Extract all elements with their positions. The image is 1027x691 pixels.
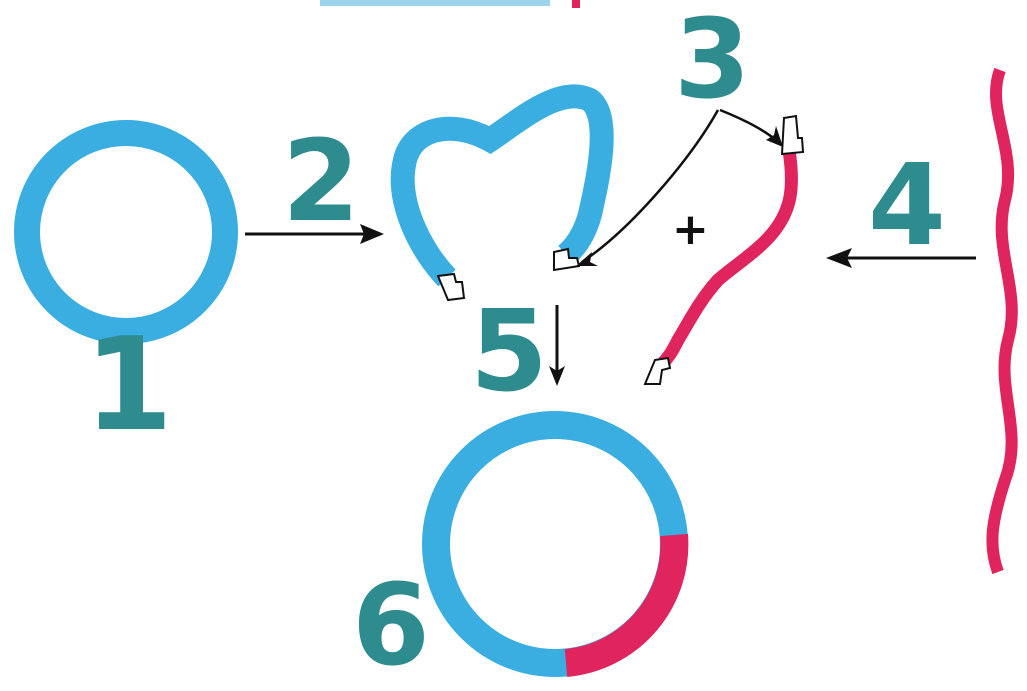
arrow-down-ligation bbox=[549, 305, 565, 386]
step-label-1: 1 bbox=[84, 322, 173, 450]
plus-sign: + bbox=[672, 208, 709, 252]
step-label-5: 5 bbox=[470, 296, 548, 408]
foreign-dna-strand bbox=[992, 70, 1011, 572]
foreign-sticky-end-bottom bbox=[645, 358, 670, 384]
step-label-2: 2 bbox=[282, 126, 360, 238]
top-cutoff-mark bbox=[320, 0, 550, 6]
sticky-end-left bbox=[438, 274, 464, 300]
step-label-6: 6 bbox=[352, 570, 430, 682]
foreign-dna-fragment bbox=[662, 150, 791, 364]
recombinant-plasmid-insert bbox=[566, 535, 674, 663]
plasmid-ring bbox=[27, 133, 225, 331]
opened-plasmid bbox=[403, 96, 602, 278]
step-label-4: 4 bbox=[868, 150, 946, 262]
foreign-sticky-end-top bbox=[782, 116, 803, 154]
top-cutoff-red-mark bbox=[572, 0, 580, 8]
step-label-3: 3 bbox=[674, 4, 751, 114]
